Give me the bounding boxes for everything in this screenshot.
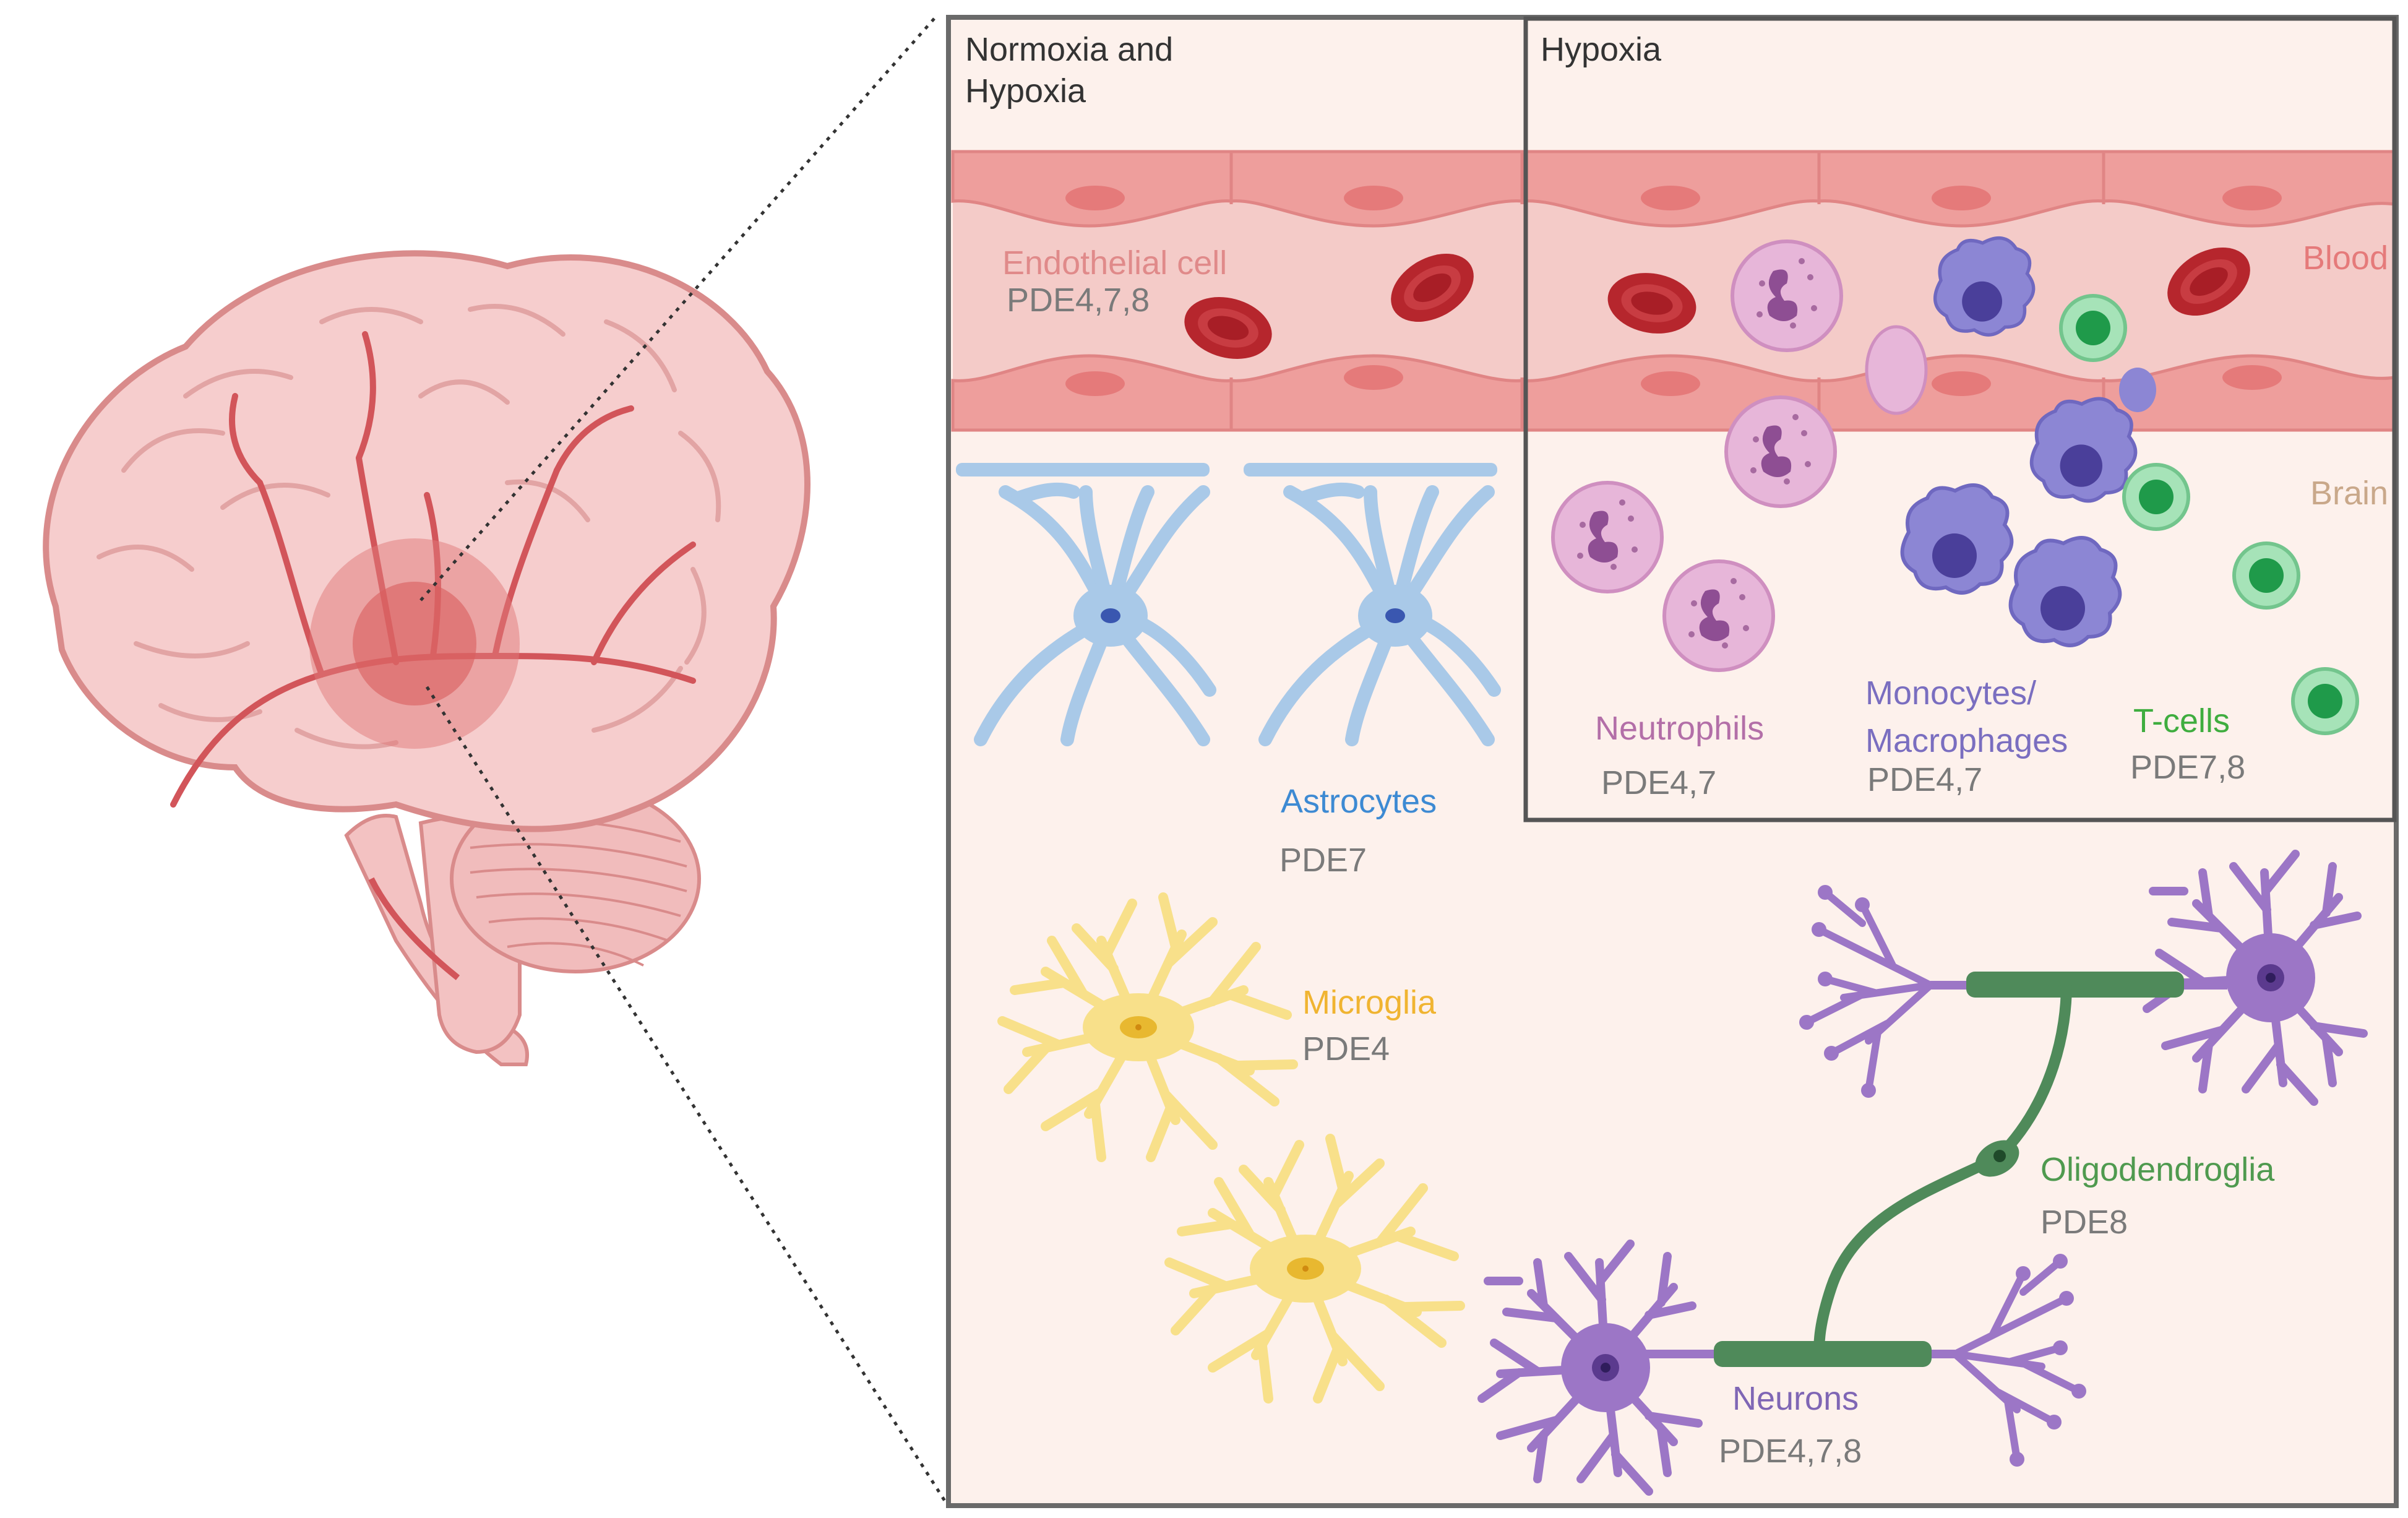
panel-right-title: Hypoxia: [1541, 31, 1662, 68]
microglia-label: Microglia: [1302, 984, 1437, 1021]
brain-label: Brain: [2310, 475, 2388, 512]
panel-left-title-line2: Hypoxia: [965, 72, 1086, 110]
monocytes-pde: PDE4,7: [1867, 761, 1982, 798]
microglia-pde: PDE4: [1302, 1030, 1390, 1067]
astrocytes-pde: PDE7: [1279, 842, 1367, 879]
blood-label: Blood: [2303, 239, 2388, 277]
hypoxia-box: [1523, 16, 2397, 822]
neurons-pde: PDE4,7,8: [1719, 1433, 1862, 1470]
panel-left-title-line1: Normoxia and: [965, 31, 1173, 68]
tcells-label: T-cells: [2133, 702, 2230, 740]
oligodendroglia-pde: PDE8: [2040, 1204, 2128, 1241]
zoom-lines: [419, 17, 948, 1505]
monocyte-cells: [1903, 238, 2156, 645]
monocytes-label-line2: Macrophages: [1865, 722, 2068, 759]
neuron-network: [1482, 854, 2363, 1491]
myelin-sheath-upper: [1966, 972, 2184, 998]
brain-illustration: [43, 250, 811, 1066]
monocytes-label-line1: Monocytes/: [1865, 675, 2036, 712]
endothelial-pde: PDE4,7,8: [1007, 282, 1150, 319]
tcells-pde: PDE7,8: [2130, 749, 2245, 786]
astrocyte-cells: [956, 463, 1497, 740]
neurons-label: Neurons: [1732, 1380, 1859, 1417]
astrocytes-label: Astrocytes: [1281, 783, 1437, 820]
lesion-core: [353, 582, 476, 705]
neutrophils-label: Neutrophils: [1595, 710, 1764, 747]
endothelial-label: Endothelial cell: [1002, 244, 1227, 282]
neutrophil-cells: [1553, 241, 1928, 670]
oligodendroglia-label: Oligodendroglia: [2040, 1151, 2275, 1188]
neutrophils-pde: PDE4,7: [1601, 764, 1716, 801]
